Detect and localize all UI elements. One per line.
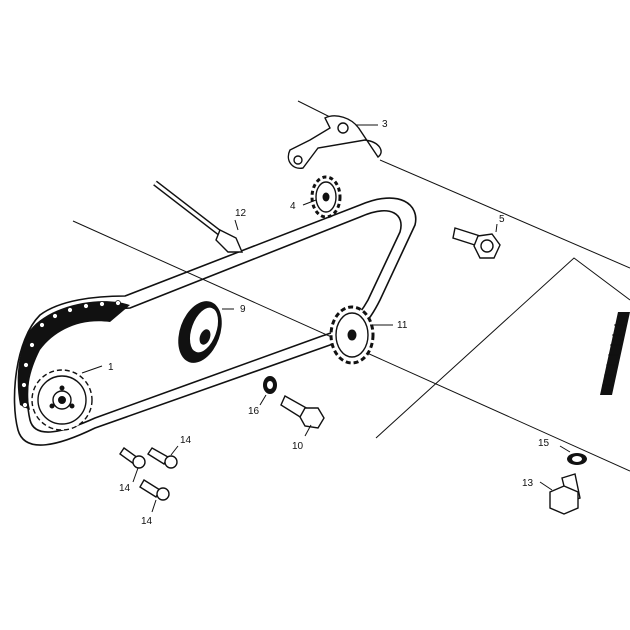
leader-lines (81, 124, 571, 513)
bracket (287, 115, 382, 169)
chain-link-rollers (21, 300, 121, 408)
callout-10: 10 (292, 441, 304, 452)
callout-9: 9 (240, 304, 246, 315)
bolt-5 (452, 227, 501, 259)
callout-16: 16 (248, 406, 260, 417)
callout-4: 4 (290, 201, 296, 212)
washer-16 (263, 376, 277, 394)
bolt-10 (280, 395, 325, 429)
callout-12: 12 (235, 208, 247, 219)
small-sprocket (310, 175, 342, 219)
callout-15: 15 (538, 438, 550, 449)
upper-guide-line-right (379, 159, 630, 269)
callout-labels: 1 3 4 5 9 10 11 12 13 14 14 14 15 16 (108, 119, 550, 527)
tensioner-spring (600, 312, 630, 395)
crank-sprocket (31, 369, 93, 431)
guide-rod (153, 180, 244, 253)
callout-13: 13 (522, 478, 534, 489)
callout-1: 1 (108, 362, 114, 373)
washer-15 (567, 453, 587, 465)
callout-14-top: 14 (180, 435, 192, 446)
idler-sprocket (329, 305, 375, 365)
small-bolts-14 (119, 447, 178, 501)
callout-14-bottom: 14 (141, 516, 153, 527)
tensioner-roller (178, 301, 222, 363)
callout-14-left: 14 (119, 483, 131, 494)
chain-links-shaded (17, 301, 131, 410)
plug-bolt-13 (549, 473, 581, 515)
callout-5: 5 (499, 214, 505, 225)
callout-11: 11 (397, 320, 408, 331)
right-guide-line (375, 257, 630, 439)
callout-3: 3 (382, 119, 388, 130)
guide-lines (72, 100, 630, 472)
